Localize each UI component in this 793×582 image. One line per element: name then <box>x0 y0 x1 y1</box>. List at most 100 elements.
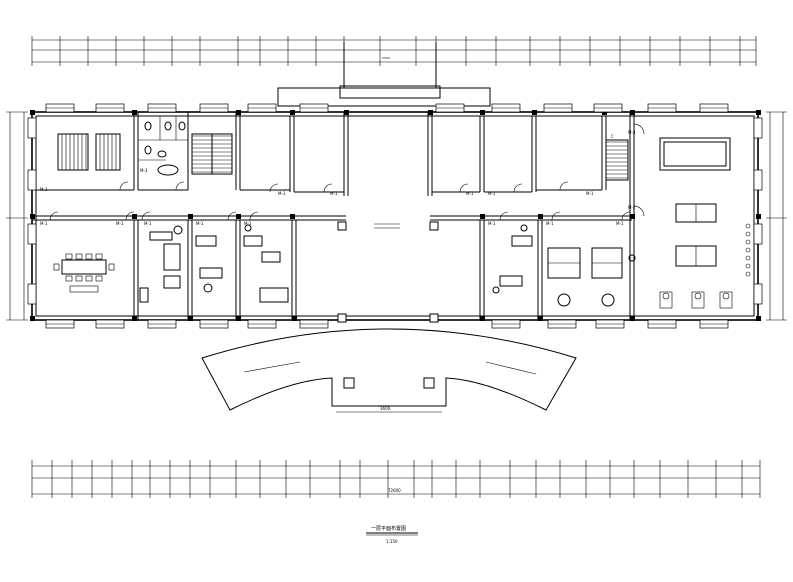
window <box>753 283 763 305</box>
title-block: 一层平面布置图 1:150 <box>366 525 418 544</box>
lobby-fixtures <box>300 221 480 323</box>
chair <box>53 263 60 271</box>
door-swing <box>269 183 279 193</box>
column <box>292 316 297 321</box>
door-label: M-1 <box>116 221 124 226</box>
door-label: M-1 <box>546 221 554 226</box>
chair <box>85 275 93 282</box>
door-label: M-1 <box>466 191 474 196</box>
column <box>236 316 241 321</box>
window <box>27 283 37 305</box>
plant <box>745 231 751 237</box>
column <box>132 110 137 115</box>
column <box>30 316 35 321</box>
door-label: M-1 <box>488 221 496 226</box>
column <box>480 214 485 219</box>
column <box>30 214 35 219</box>
top-dimension-lines <box>31 36 757 66</box>
chair <box>95 275 103 282</box>
gym-equipment-seat <box>722 292 730 300</box>
column <box>236 214 241 219</box>
column <box>344 110 349 115</box>
chair <box>75 275 83 282</box>
column <box>480 110 485 115</box>
column <box>532 110 537 115</box>
window <box>753 223 763 245</box>
window <box>27 169 37 191</box>
meeting-room-table <box>53 253 115 293</box>
door-swing <box>141 211 151 221</box>
gym-equipment-seat <box>694 292 702 300</box>
column <box>480 316 485 321</box>
window <box>753 117 763 139</box>
door-label: M-1 <box>40 221 48 226</box>
door-swing <box>49 211 59 221</box>
gym-equipment <box>659 291 673 309</box>
column <box>188 214 193 219</box>
chair <box>95 253 103 260</box>
gym-equipment <box>719 291 733 309</box>
plant <box>745 223 751 229</box>
plant <box>745 263 751 269</box>
stair-west <box>191 133 233 175</box>
door-label: M-1 <box>244 221 252 226</box>
column <box>630 316 635 321</box>
chair <box>75 253 83 260</box>
column <box>428 110 433 115</box>
door-label: M-1 <box>488 191 496 196</box>
door-swings <box>49 123 645 221</box>
door-label: M-1 <box>586 191 594 196</box>
toilet-fixtures <box>144 121 186 176</box>
office-furniture-left <box>139 224 289 303</box>
door-swing <box>459 183 469 193</box>
chair <box>65 253 73 260</box>
overall-width-label: 72600 <box>388 488 401 493</box>
chair <box>65 275 73 282</box>
window <box>27 117 37 139</box>
plant <box>745 239 751 245</box>
column <box>30 110 35 115</box>
plant <box>745 271 751 277</box>
column <box>756 316 761 321</box>
column <box>630 214 635 219</box>
door-swing <box>125 211 135 221</box>
door-label: M-3 <box>628 130 636 135</box>
column <box>630 110 635 115</box>
entrance-width-label: 3600 <box>380 406 391 411</box>
structural-columns <box>30 110 761 321</box>
door-label: M-1 <box>330 191 338 196</box>
interior-walls <box>32 112 635 320</box>
drawing-title: 一层平面布置图 <box>371 525 406 532</box>
window-units <box>27 103 763 329</box>
gym-equipment <box>691 291 705 309</box>
column <box>602 110 607 115</box>
door-swing <box>633 205 645 217</box>
door-swing <box>551 211 561 221</box>
door-swing <box>621 211 631 221</box>
door-swing <box>227 211 237 221</box>
column <box>290 214 295 219</box>
column <box>236 110 241 115</box>
east-hall-furniture <box>659 137 751 309</box>
stair-east: 上 <box>605 132 629 181</box>
side-dimension-lines <box>6 111 787 321</box>
door-label: M-3 <box>140 168 148 173</box>
door-swing <box>513 183 523 193</box>
door-swing <box>633 123 645 135</box>
north-projection <box>277 42 491 107</box>
door-swing <box>249 211 259 221</box>
plant <box>745 255 751 261</box>
door-swing <box>559 181 569 191</box>
door-label: M-1 <box>196 221 204 226</box>
stair-label: 上 <box>610 132 614 138</box>
door-swing <box>119 181 129 191</box>
column <box>538 214 543 219</box>
column <box>756 110 761 115</box>
door-labels: M-1 M-1 M-1 M-1 M-1 M-1 M-3 M-1 M-1 M-1 … <box>40 130 636 226</box>
door-label: M-1 <box>616 221 624 226</box>
door-label: M-1 <box>278 191 286 196</box>
door-swing <box>499 211 509 221</box>
column <box>132 214 137 219</box>
column <box>756 214 761 219</box>
